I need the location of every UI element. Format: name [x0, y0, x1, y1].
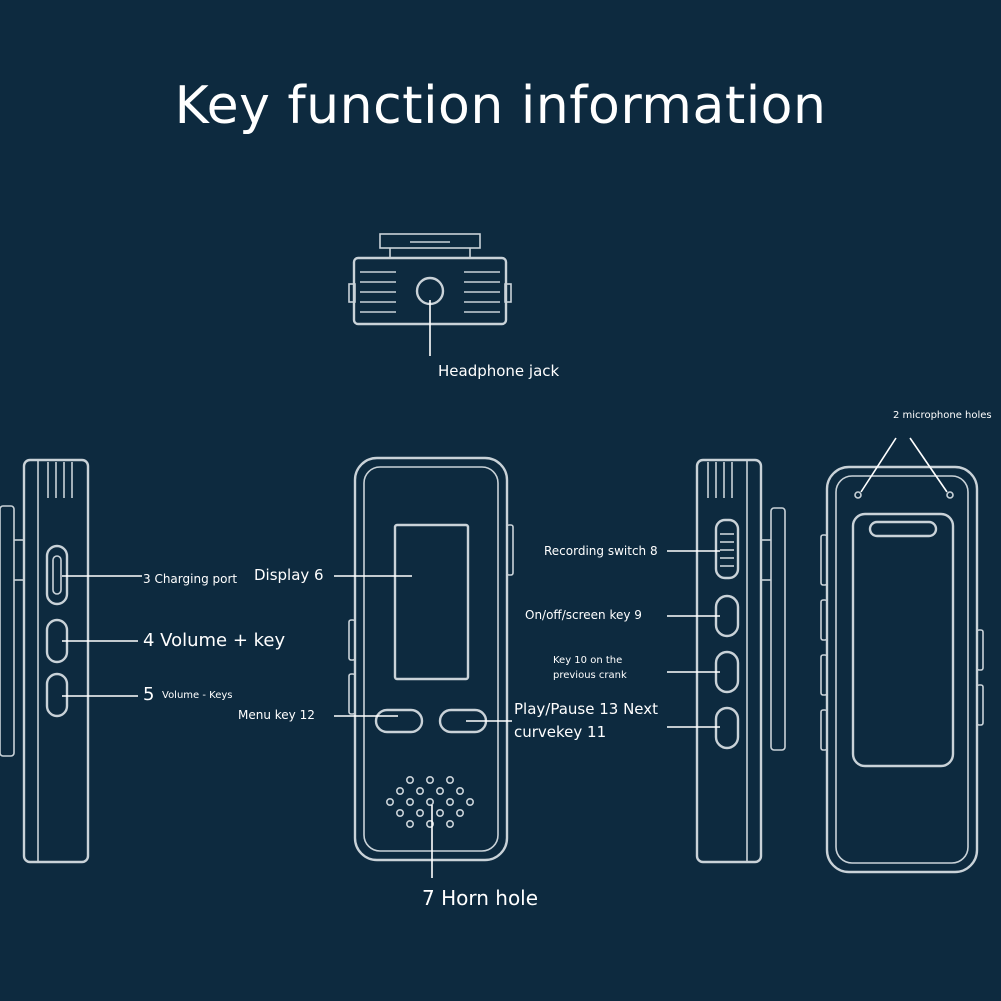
charging-port-label: 3 Charging port — [143, 572, 238, 586]
volume-minus-key-icon — [45, 672, 69, 718]
device-left-side-view — [0, 458, 90, 864]
next-key-icon — [714, 706, 740, 750]
recording-switch-icon — [714, 518, 740, 580]
microphone-hole-icon — [854, 491, 862, 499]
onoff-key-label: On/off/screen key 9 — [525, 608, 642, 622]
play-pause-label-line1: Play/Pause 13 Next — [514, 700, 659, 718]
menu-key-icon — [374, 708, 424, 734]
recording-switch-label: Recording switch 8 — [544, 544, 658, 558]
play-pause-label-line2: curvekey 11 — [514, 723, 607, 741]
microphone-holes-label: 2 microphone holes — [893, 410, 992, 421]
horn-hole-label: 7 Horn hole — [422, 886, 539, 910]
horn-hole-grid-icon — [385, 775, 474, 828]
charging-port-icon — [45, 544, 69, 606]
menu-key-label: Menu key 12 — [238, 708, 315, 722]
volume-minus-number-label: 5 — [143, 684, 155, 705]
display-label: Display 6 — [254, 566, 324, 584]
headphone-jack-label: Headphone jack — [438, 362, 560, 380]
key10-label-line2: previous crank — [553, 670, 627, 681]
microphone-hole-icon — [946, 491, 954, 499]
volume-plus-label: 4 Volume + key — [143, 630, 286, 651]
device-front-view — [348, 456, 514, 862]
page-title: Key function information — [174, 76, 827, 136]
device-back-view — [820, 465, 984, 874]
display-screen — [393, 523, 470, 681]
device-right-side-view — [695, 458, 786, 864]
volume-minus-label: Volume - Keys — [162, 690, 233, 701]
key10-label-line1: Key 10 on the — [553, 655, 623, 666]
